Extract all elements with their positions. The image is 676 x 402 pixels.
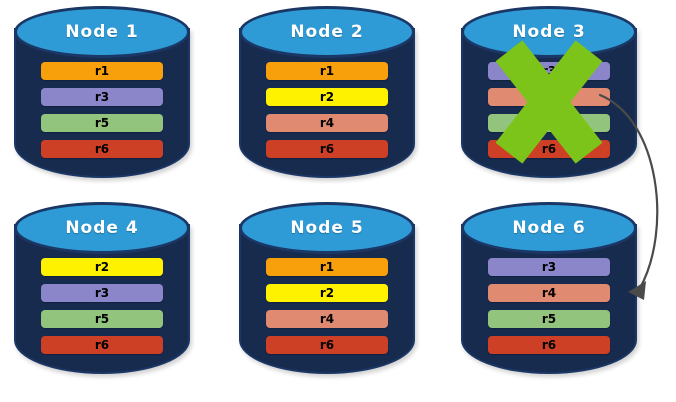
node-2-record-list: r1 r2 r4 r6 [266,62,388,166]
node-3-record-list: r3 r4 r5 r6 [488,62,610,166]
record-bar[interactable]: r5 [41,114,163,132]
record-bar[interactable]: r2 [266,284,388,302]
record-bar[interactable]: r3 [41,88,163,106]
node-5-record-list: r1 r2 r4 r6 [266,258,388,362]
record-bar[interactable]: r1 [266,62,388,80]
node-5-title: Node 5 [290,218,364,238]
record-bar[interactable]: r3 [488,62,610,80]
node-2-title: Node 2 [290,22,364,42]
node-5-cylinder-top [239,202,415,254]
record-bar[interactable]: r6 [41,140,163,158]
node-6[interactable]: r3 r4 r5 r6 Node 6 [461,202,637,382]
record-bar[interactable]: r5 [41,310,163,328]
record-bar[interactable]: r2 [266,88,388,106]
node-6-title: Node 6 [512,218,586,238]
record-bar[interactable]: r1 [41,62,163,80]
record-bar[interactable]: r4 [266,310,388,328]
record-bar[interactable]: r4 [488,284,610,302]
record-bar[interactable]: r6 [266,140,388,158]
node-4-title: Node 4 [65,218,139,238]
record-bar[interactable]: r6 [266,336,388,354]
node-5[interactable]: r1 r2 r4 r6 Node 5 [239,202,415,382]
record-bar[interactable]: r2 [41,258,163,276]
node-1-title: Node 1 [65,22,139,42]
node-4-record-list: r2 r3 r5 r6 [41,258,163,362]
record-bar[interactable]: r4 [488,88,610,106]
node-4[interactable]: r2 r3 r5 r6 Node 4 [14,202,190,382]
node-3-title: Node 3 [512,22,586,42]
record-bar[interactable]: r5 [488,114,610,132]
node-1-record-list: r1 r3 r5 r6 [41,62,163,166]
record-bar[interactable]: r3 [488,258,610,276]
node-3[interactable]: r3 r4 r5 r6 Node 3 [461,6,637,186]
record-bar[interactable]: r1 [266,258,388,276]
node-2[interactable]: r1 r2 r4 r6 Node 2 [239,6,415,186]
node-6-record-list: r3 r4 r5 r6 [488,258,610,362]
node-1-cylinder-top [14,6,190,58]
node-2-cylinder-top [239,6,415,58]
node-1[interactable]: r1 r3 r5 r6 Node 1 [14,6,190,186]
record-bar[interactable]: r4 [266,114,388,132]
record-bar[interactable]: r6 [488,336,610,354]
record-bar[interactable]: r3 [41,284,163,302]
record-bar[interactable]: r5 [488,310,610,328]
record-bar[interactable]: r6 [488,140,610,158]
record-bar[interactable]: r6 [41,336,163,354]
node-4-cylinder-top [14,202,190,254]
